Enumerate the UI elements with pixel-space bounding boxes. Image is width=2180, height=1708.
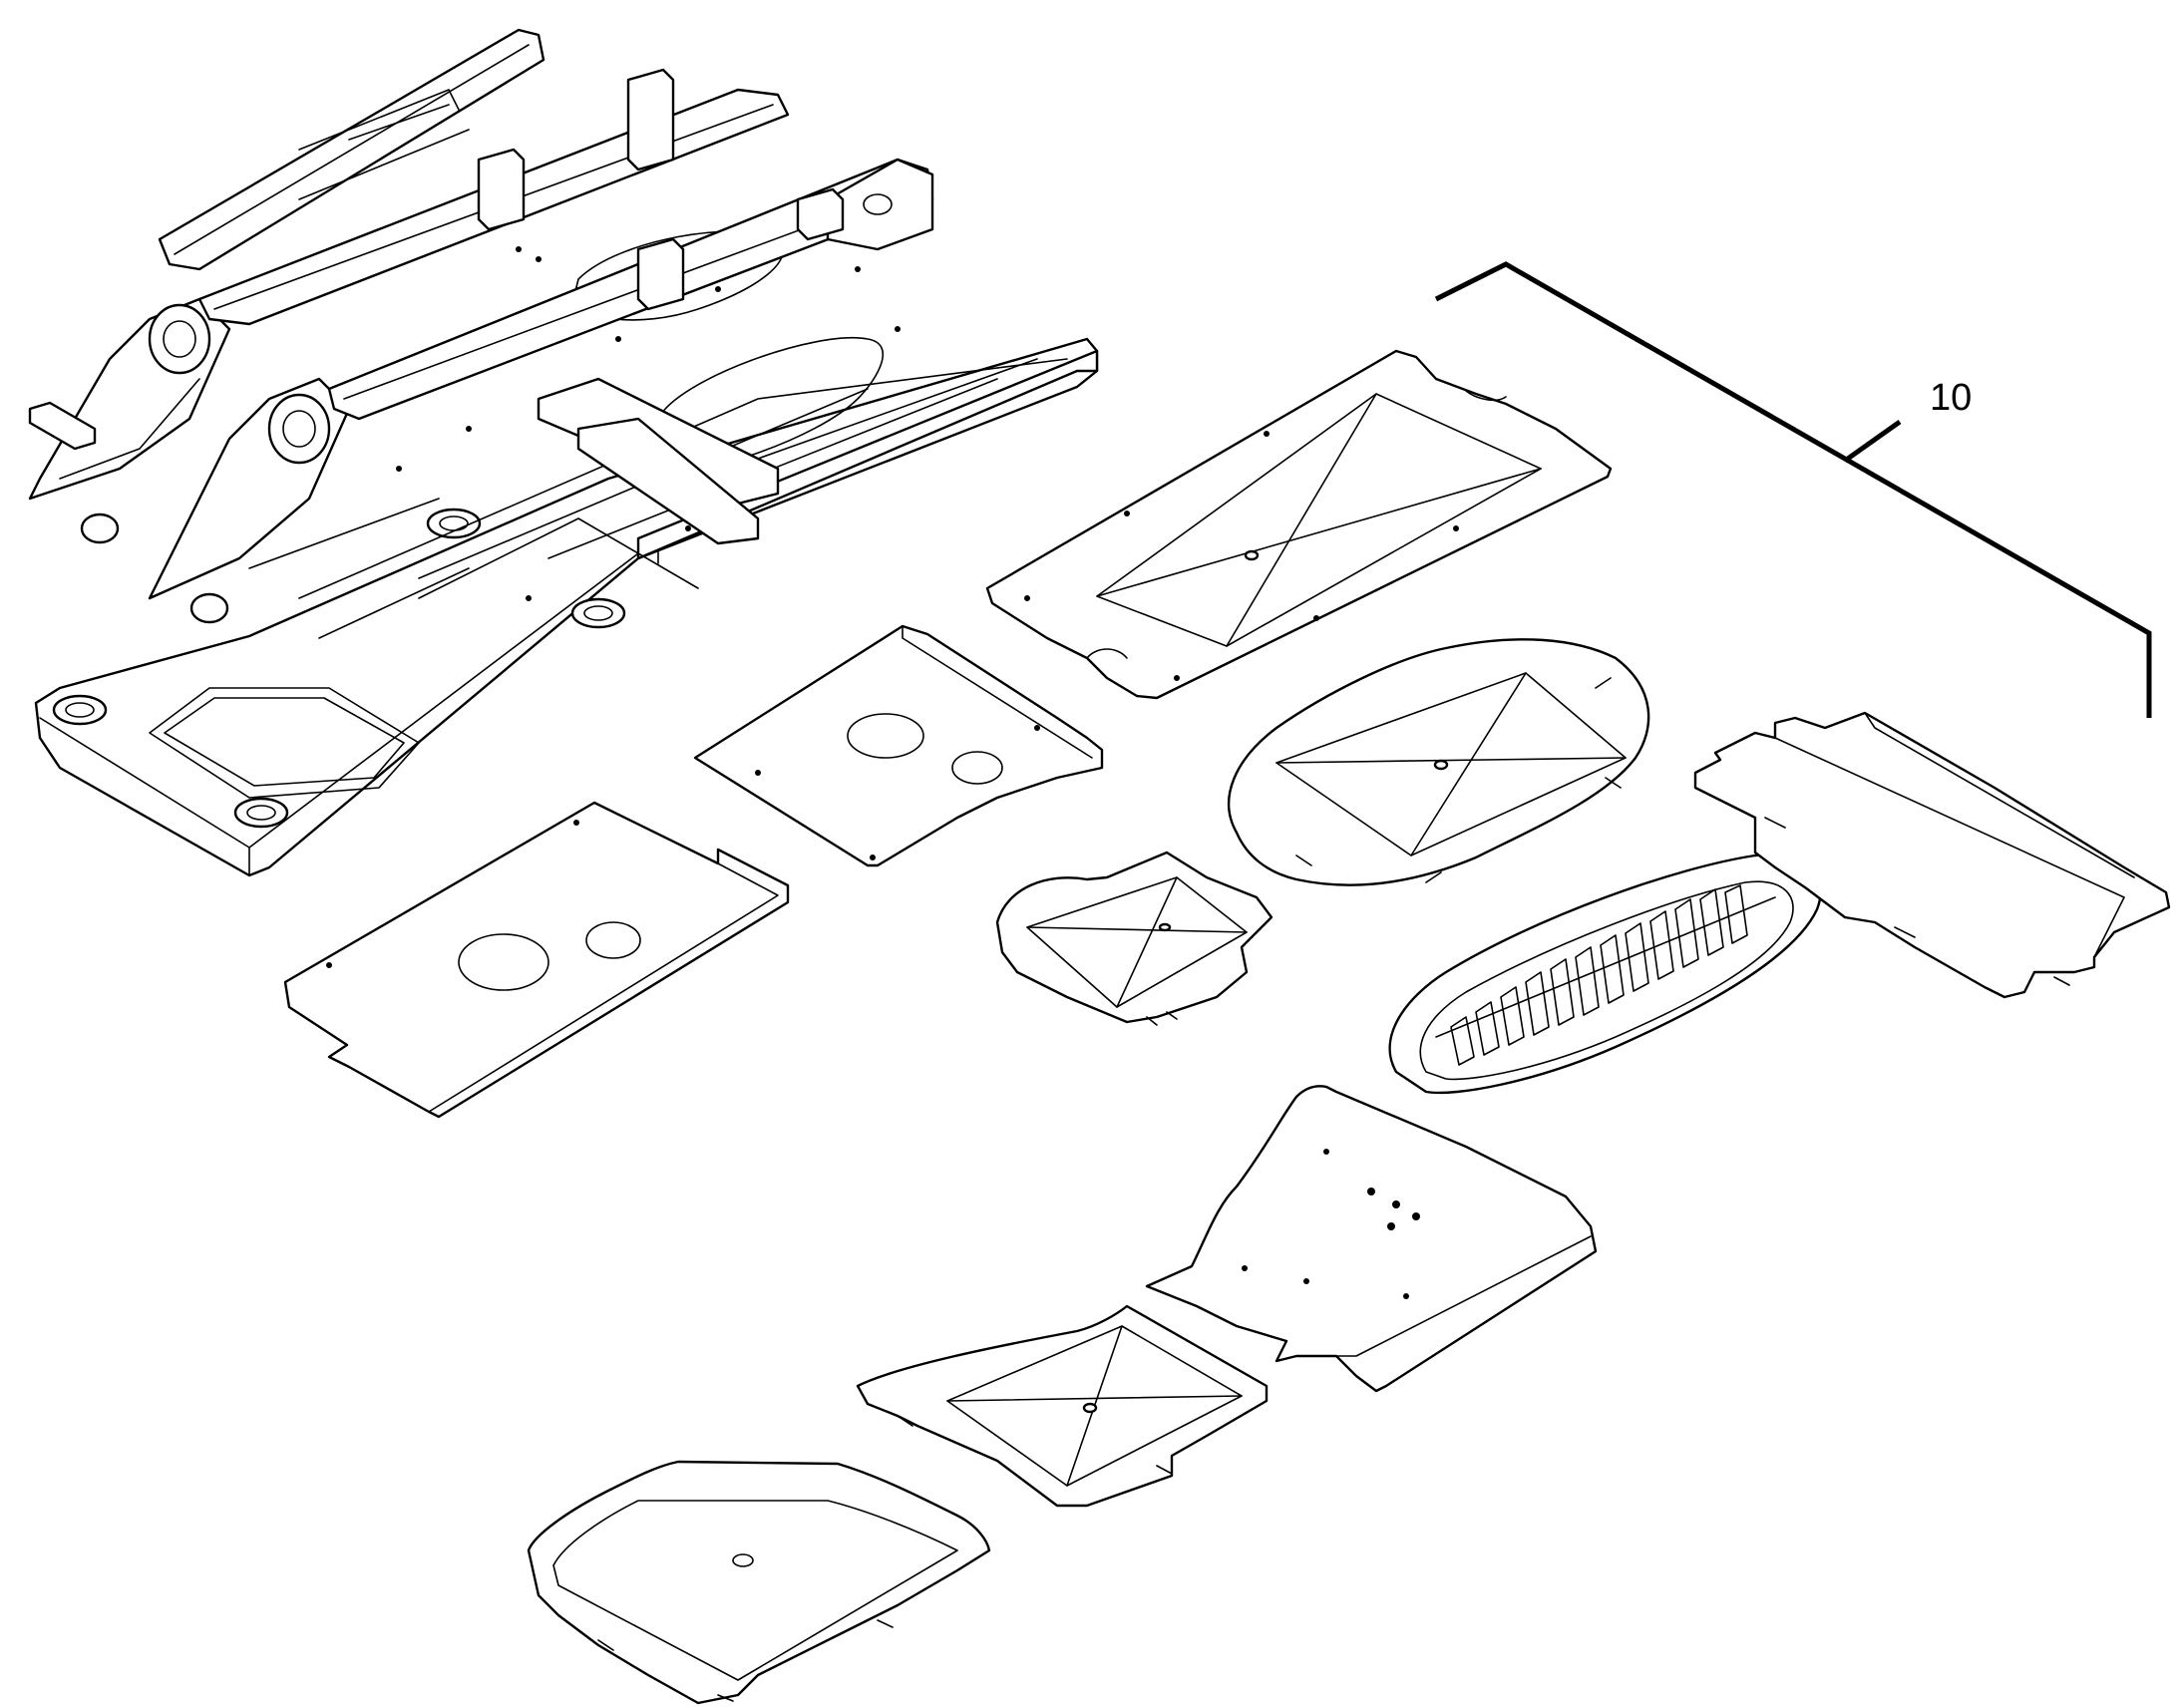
callout-leader (1843, 419, 1902, 464)
floor-panel-two-holes-mid (693, 624, 1104, 867)
floor-panel-tray (527, 1460, 991, 1705)
callout-label: 10 (1930, 377, 1972, 419)
floor-panel-long-right (1693, 711, 2171, 999)
callout-bracket (1434, 261, 2152, 718)
rear-mount-right (233, 797, 289, 829)
floor-panel-grated-oval (1388, 853, 1822, 1095)
floor-panel-rectangular-top (985, 349, 1613, 700)
mid-mount (570, 597, 626, 629)
floor-panel-two-holes-left (283, 801, 790, 1119)
upper-frame-assembly (28, 28, 1099, 877)
grate-slots (1435, 884, 1776, 1066)
floor-panel-oval (1227, 638, 1650, 886)
floor-panel-small-pyramid (995, 851, 1273, 1026)
floor-panel-bottom-pyramid (856, 1304, 1269, 1508)
callout-10[interactable]: 10 (1434, 261, 2152, 718)
floor-panel-curved-bottom (1145, 1085, 1598, 1393)
rear-mount-left (52, 694, 108, 726)
